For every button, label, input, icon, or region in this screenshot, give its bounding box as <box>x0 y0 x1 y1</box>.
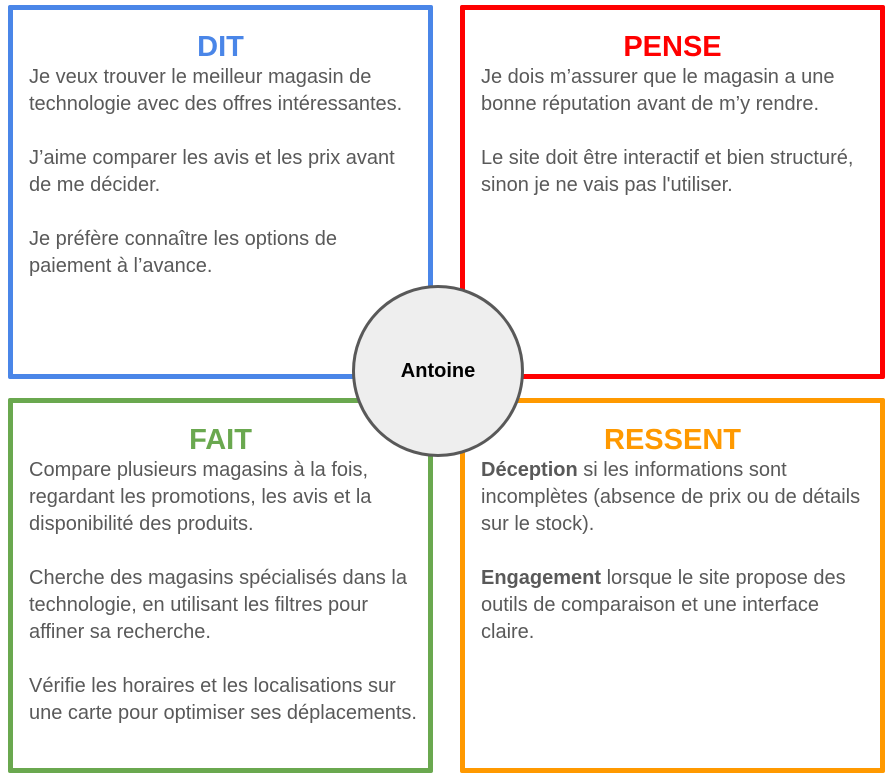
quadrant-dit: DIT Je veux trouver le meilleur magasin … <box>8 5 433 379</box>
quadrant-paragraph: Engagement lorsque le site propose des o… <box>481 565 870 646</box>
quadrant-paragraph: Je veux trouver le meilleur magasin de t… <box>29 66 403 115</box>
quadrant-paragraph: Cherche des magasins spécialisés dans la… <box>29 567 407 643</box>
quadrant-title-fait: FAIT <box>189 424 252 456</box>
quadrant-ressent: RESSENT Déception si les informations so… <box>460 398 885 773</box>
quadrant-title-dit: DIT <box>197 31 244 63</box>
emotion-keyword: Engagement <box>481 567 602 589</box>
emotion-text: lorsque le site propose des outils de co… <box>481 567 846 643</box>
quadrant-paragraph: J’aime comparer les avis et les prix ava… <box>29 147 395 196</box>
quadrant-title-pense: PENSE <box>623 31 722 63</box>
quadrant-paragraph: Vérifie les horaires et les localisation… <box>29 675 417 724</box>
emotion-text: si les informations sont incomplètes (ab… <box>481 459 861 535</box>
persona-name: Antoine <box>400 359 476 382</box>
quadrant-body-ressent: Déception si les informations sont incom… <box>465 457 880 646</box>
quadrant-paragraph: Je préfère connaître les options de paie… <box>29 228 337 277</box>
quadrant-paragraph: Déception si les informations sont incom… <box>481 457 870 538</box>
quadrant-paragraph: Je dois m’assurer que le magasin a une b… <box>481 66 835 115</box>
quadrant-body-pense: Je dois m’assurer que le magasin a une b… <box>465 64 880 199</box>
quadrant-body-dit: Je veux trouver le meilleur magasin de t… <box>13 64 428 280</box>
quadrant-pense: PENSE Je dois m’assurer que le magasin a… <box>460 5 885 379</box>
quadrant-paragraph: Le site doit être interactif et bien str… <box>481 147 854 196</box>
quadrant-body-fait: Compare plusieurs magasins à la fois, re… <box>13 457 428 727</box>
quadrant-title-ressent: RESSENT <box>604 424 741 456</box>
quadrant-paragraph: Compare plusieurs magasins à la fois, re… <box>29 459 372 535</box>
persona-circle: Antoine <box>352 285 524 457</box>
quadrant-fait: FAIT Compare plusieurs magasins à la foi… <box>8 398 433 773</box>
emotion-keyword: Déception <box>481 459 578 481</box>
